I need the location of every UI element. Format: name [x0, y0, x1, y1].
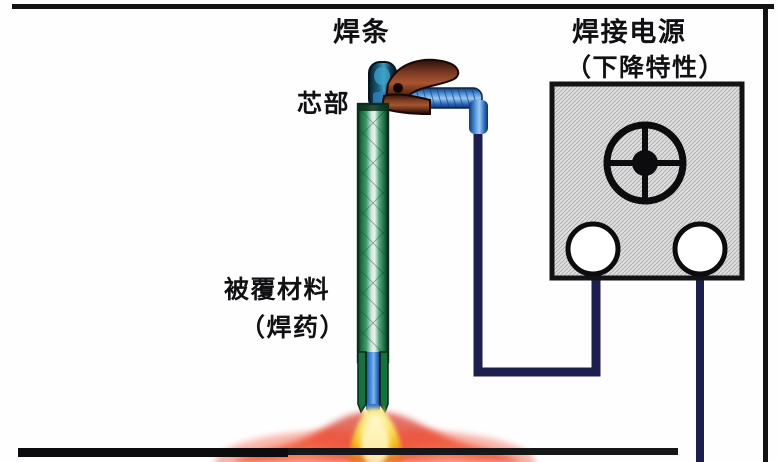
welding-power-source[interactable]	[549, 81, 745, 281]
right-rule	[763, 4, 768, 462]
electrode-cable	[473, 99, 601, 377]
holder-grip	[380, 93, 431, 116]
terminal-socket-left-icon[interactable]	[565, 221, 621, 277]
electrode-holder-icon[interactable]	[368, 58, 460, 116]
label-power-source: 焊接电源	[572, 17, 687, 48]
workpiece-plate-icon	[18, 448, 678, 455]
label-electrode-rod: 焊条	[333, 17, 391, 48]
holder-pivot	[393, 83, 403, 93]
label-coating-flux: （焊药）	[240, 313, 347, 342]
top-rule	[12, 4, 774, 9]
label-coating-material: 被覆材料	[224, 275, 331, 304]
knob-hub[interactable]	[632, 150, 658, 176]
electrode-core	[366, 352, 380, 410]
cable-sheath-elbow	[469, 100, 488, 134]
coating-right-strip	[379, 351, 389, 414]
label-power-source-characteristic: （下降特性）	[566, 53, 726, 82]
holder-jaw-highlight	[374, 67, 390, 85]
workpiece-plate-thick-edge	[18, 448, 288, 457]
coating-left-strip	[357, 351, 367, 414]
electrode-coating	[356, 102, 390, 364]
electrode-clamp-band	[358, 104, 388, 111]
welding-electrode	[356, 102, 390, 420]
terminal-socket-right-icon[interactable]	[672, 221, 728, 277]
label-core: 芯部	[297, 89, 351, 118]
